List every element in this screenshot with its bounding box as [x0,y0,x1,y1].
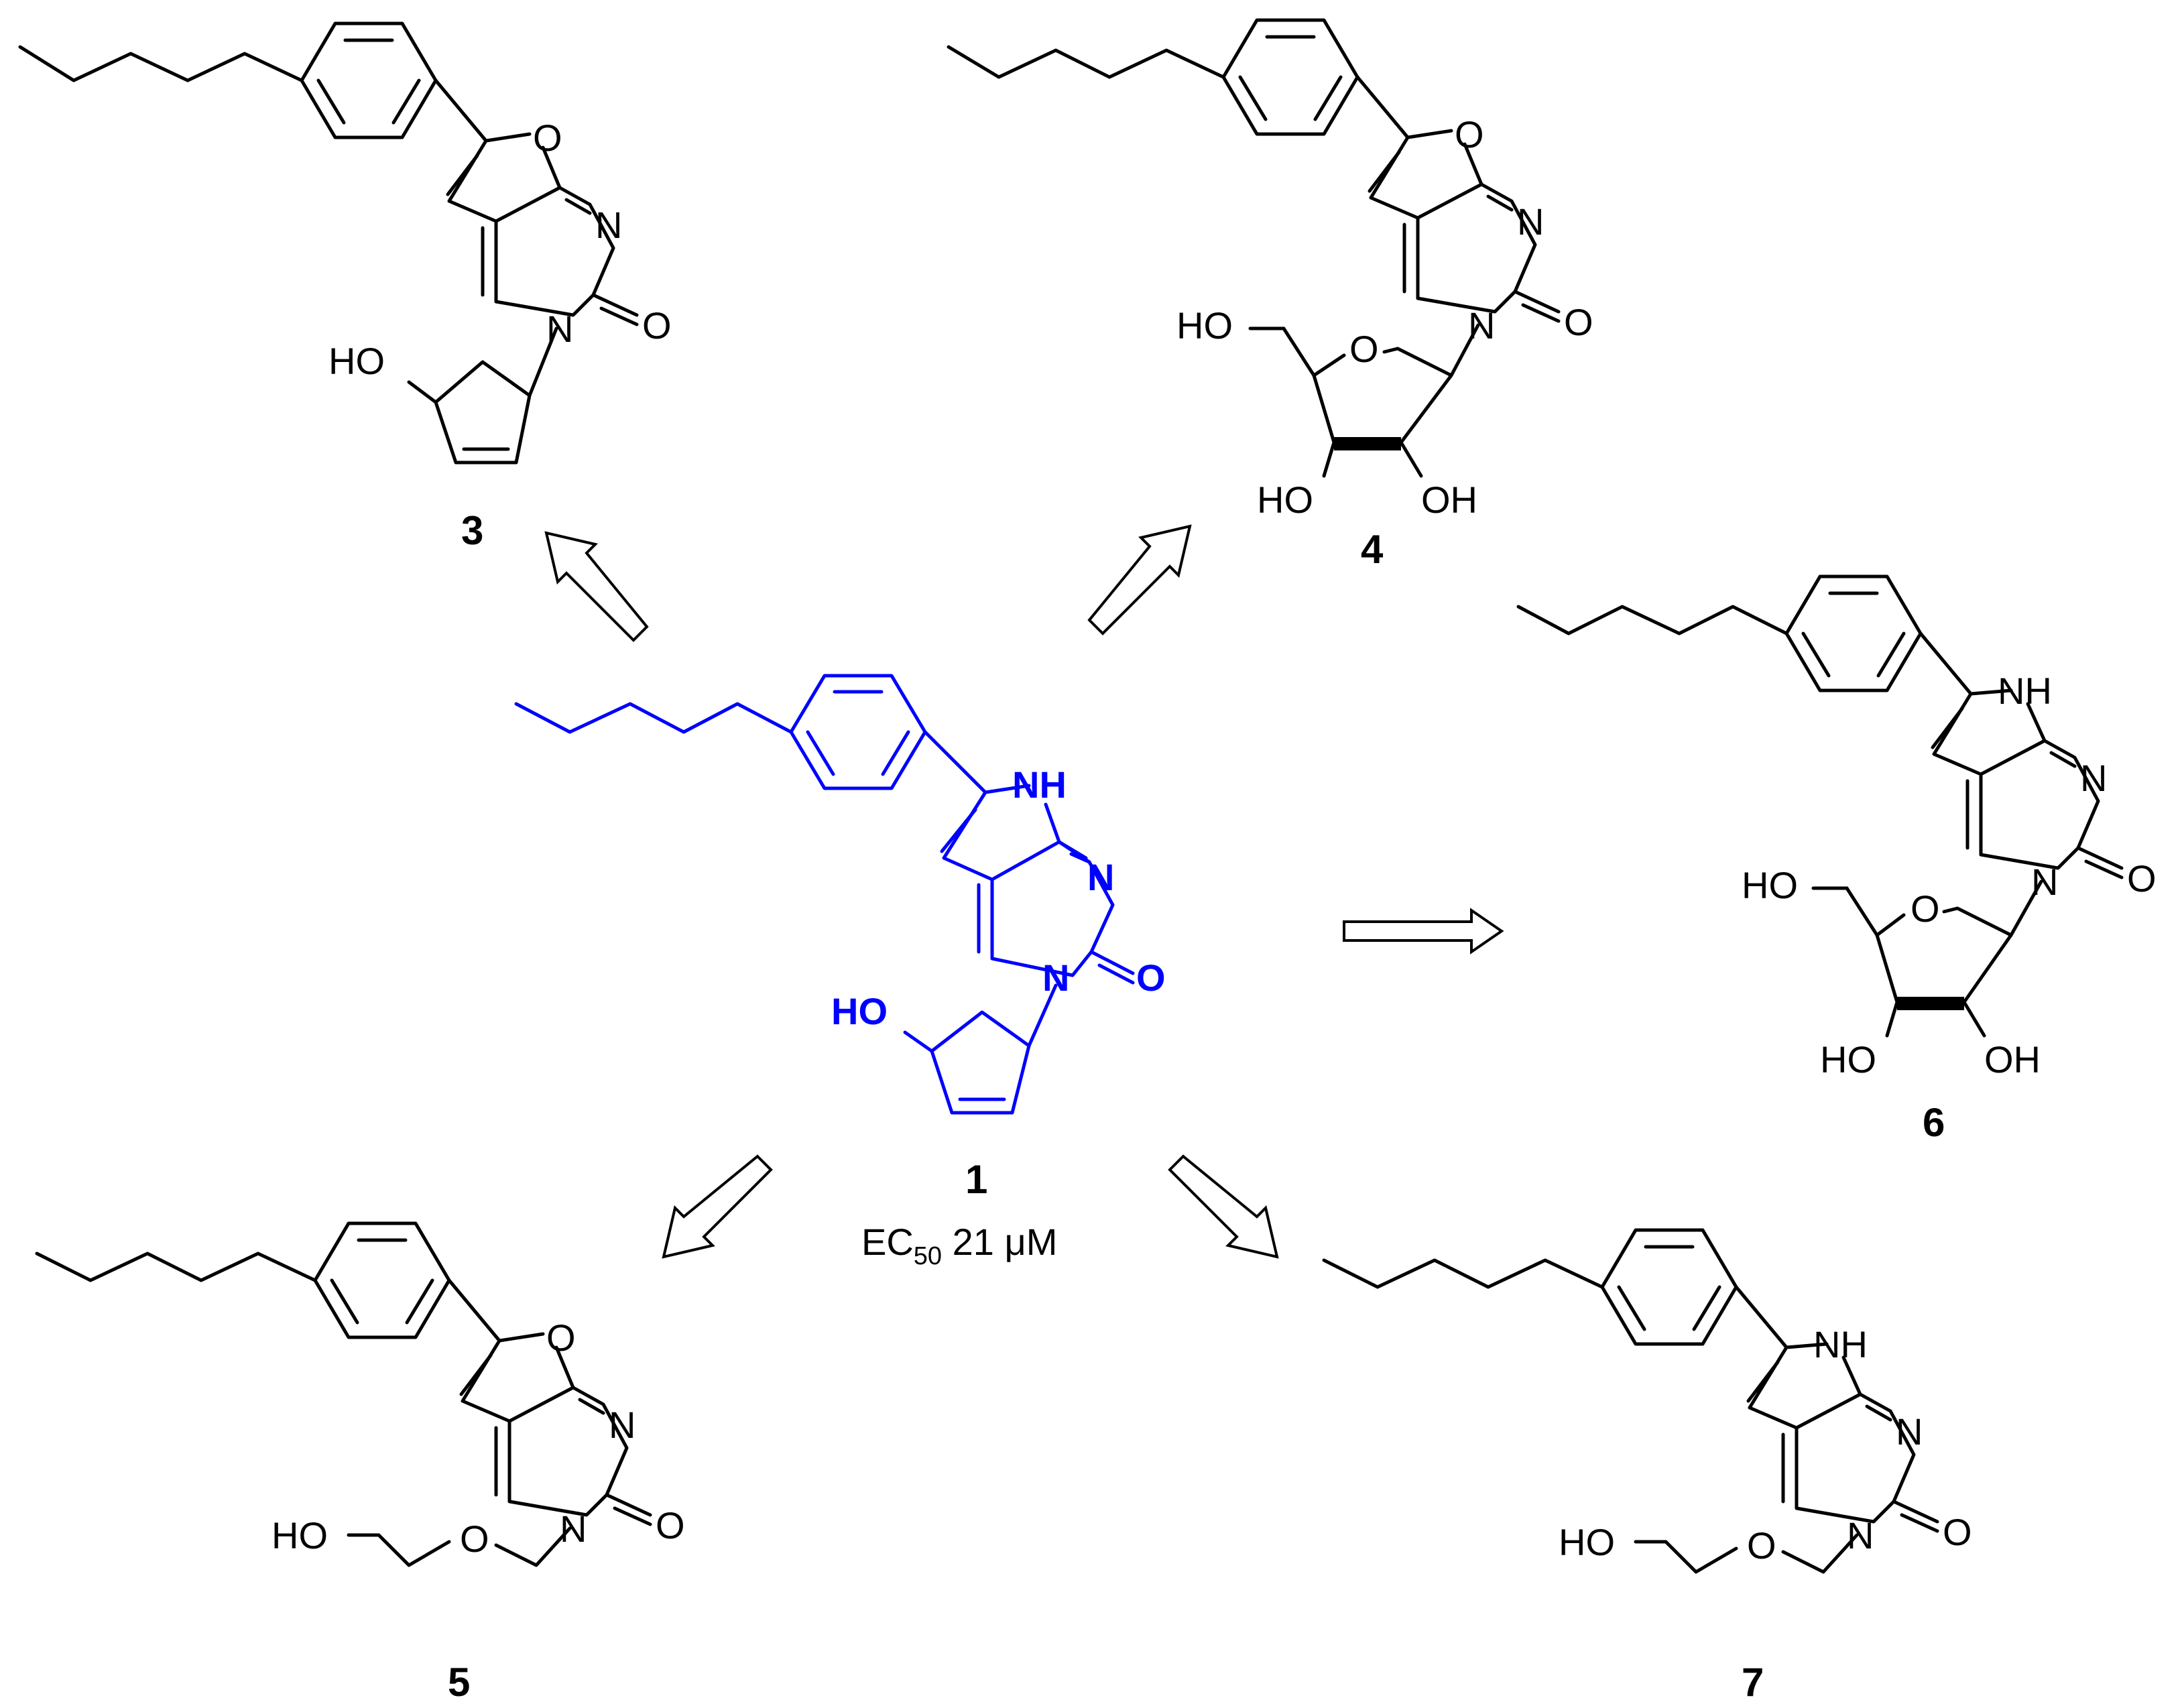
compound-1-structure: NH N N O HO [514,674,1166,1115]
compound-3-structure: O N N O HO [18,21,672,465]
hydroxyethoxymethyl-chain [494,1526,572,1567]
pyrrole-ring [1748,1342,1862,1430]
atom-o: O [1349,328,1379,370]
atom-oh: OH [1984,1038,2041,1081]
ribose-ring [1942,906,2013,937]
atom-o: O [1455,113,1484,156]
pentyl-chain [35,1252,317,1282]
arrow-to-compound-7 [1168,1154,1279,1259]
atom-o: O [642,304,672,347]
pentyl-chain [1516,605,1789,635]
atom-n: N [609,1404,635,1446]
furan-ring [461,1332,575,1423]
pyrrole-ring [942,784,1061,881]
hydroxyethoxymethyl-chain [1634,1540,1738,1574]
compound-6-label: 6 [1923,1100,1945,1145]
atom-o: O [1136,957,1166,999]
compound-3-label: 3 [461,508,483,553]
atom-ho: HO [831,990,888,1032]
compound-4-label: 4 [1361,527,1384,572]
ec50-value: 21 μM [942,1221,1057,1263]
atom-n: N [546,308,573,350]
atom-n: N [560,1508,587,1550]
atom-o: O [460,1518,489,1560]
atom-nh: NH [1998,670,2052,712]
arrow-to-compound-5 [662,1154,773,1259]
furan-ring [447,132,562,223]
atom-oh: OH [1421,479,1477,521]
atom-ho: HO [1257,479,1313,521]
atom-o: O [2127,857,2157,900]
compound-6-structure: NH N N O O HO HO OH [1516,574,2157,1081]
compound-7-label: 7 [1742,1660,1764,1705]
cyclopentene-ring [434,360,532,465]
atom-n: N [1896,1410,1923,1453]
pyrrole-ring [1932,688,2047,776]
pentyl-chain [1322,1258,1604,1289]
atom-ho: HO [1559,1521,1615,1563]
arrow-to-compound-6 [1343,908,1504,955]
atom-o: O [533,117,562,159]
atom-ho: HO [1742,864,1798,906]
pentyl-chain [947,45,1225,79]
atom-n: N [1042,957,1069,999]
atom-nh: NH [1012,764,1067,806]
atom-n: N [2080,757,2107,799]
arrow-to-compound-3 [544,531,649,642]
ribose-ring [1382,347,1453,377]
atom-ho: HO [271,1514,328,1557]
ec50-subscript: 50 [914,1242,942,1270]
atom-ho: HO [1176,304,1233,347]
ec50-label: EC50 21 μM [861,1221,1057,1270]
ec50-prefix: EC [861,1221,914,1263]
atom-o: O [546,1317,576,1359]
atom-n: N [595,204,622,246]
cyclopentene-ring [930,1010,1031,1115]
compound-5-label: 5 [448,1660,470,1705]
pentyl-chain [18,45,304,82]
compound-5-structure: O N N O O HO [35,1221,685,1567]
atom-n: N [1847,1514,1874,1557]
compound-4-structure: O N N O O HO HO OH [947,18,1593,521]
atom-o: O [1943,1511,1972,1553]
ribose-ring [1875,913,2013,1004]
pentyl-chain [514,702,793,734]
atom-n: N [1517,200,1544,243]
atom-ho: HO [328,340,385,382]
atom-o: O [656,1504,685,1546]
atom-nh: NH [1813,1323,1868,1365]
furan-ring [1369,129,1483,220]
atom-n: N [2031,861,2058,903]
compound-1-label: 1 [965,1157,987,1202]
atom-n: N [1468,304,1495,347]
atom-o: O [1747,1524,1776,1567]
ribose-ring [1312,353,1453,444]
atom-n: N [1087,856,1114,898]
hydroxyethoxymethyl-chain [1781,1533,1859,1574]
atom-o: O [1911,888,1940,930]
atom-ho: HO [1820,1038,1876,1081]
arrow-to-compound-4 [1087,524,1192,635]
atom-o: O [1564,301,1593,343]
hydroxyethoxymethyl-chain [347,1533,451,1567]
compound-7-structure: NH N N O O HO [1322,1228,1972,1574]
